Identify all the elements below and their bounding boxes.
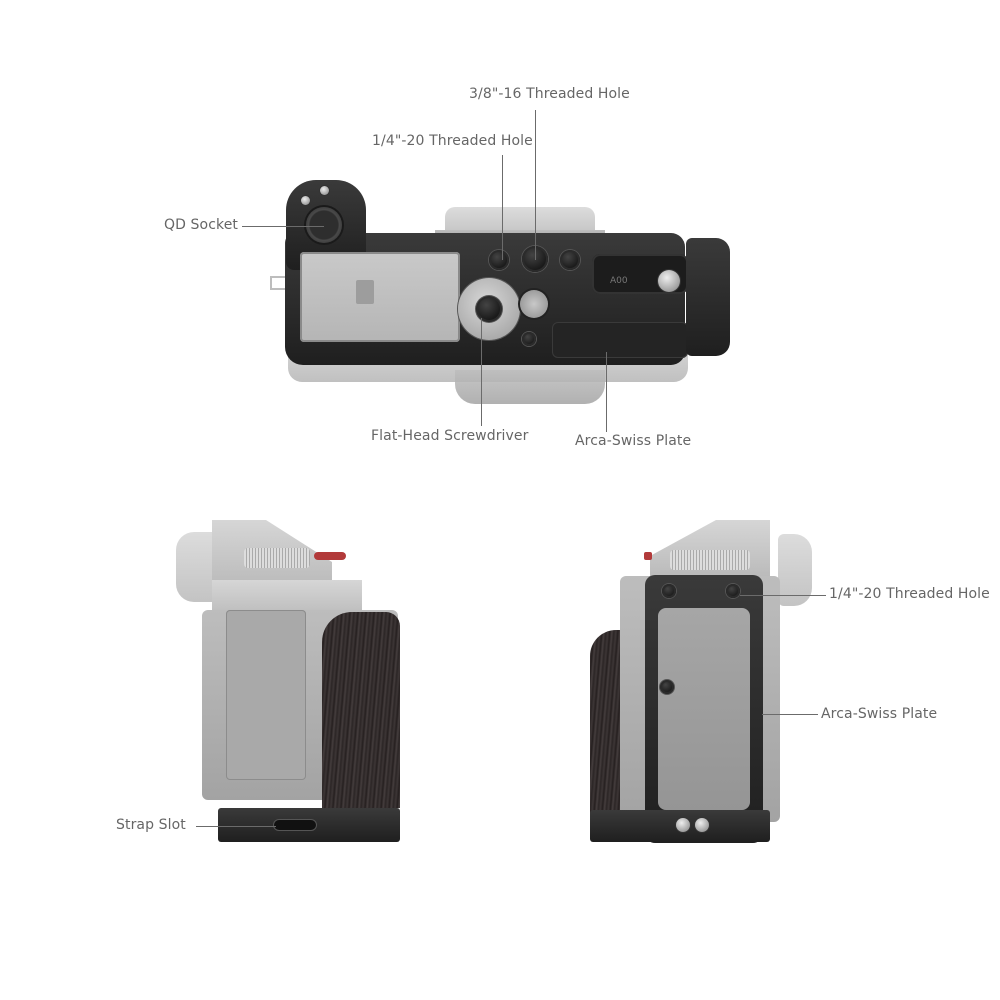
- strap-slot: [274, 820, 316, 830]
- eyecup: [778, 534, 812, 606]
- label-strap-slot: Strap Slot: [116, 817, 186, 833]
- cage-window: [658, 608, 750, 810]
- threaded-hole-small-icon: [522, 332, 536, 346]
- bottom-view: A00 QD Socket 3/8"-16 Threaded Hole 1/4"…: [0, 0, 1000, 470]
- right-side-view: 1/4"-20 Threaded Hole Arca-Swiss Plate: [0, 480, 1000, 880]
- threaded-hole-1-4-icon: [726, 584, 740, 598]
- label-hole-1-4-20: 1/4"-20 Threaded Hole: [372, 133, 533, 149]
- battery-door: [300, 252, 460, 342]
- label-screwdriver: Flat-Head Screwdriver: [371, 428, 529, 444]
- left-side-view: Strap Slot: [0, 480, 500, 880]
- leader-hole-3-8-16: [535, 110, 536, 260]
- threaded-hole-side-icon: [660, 680, 674, 694]
- captive-screw-icon: [520, 290, 548, 318]
- leader-qd-socket: [242, 226, 324, 227]
- screwdriver-center-hole-icon: [476, 296, 502, 322]
- leader-hole-1-4-20-side: [740, 595, 826, 596]
- label-qd-socket: QD Socket: [164, 217, 239, 233]
- leader-screwdriver: [481, 318, 482, 426]
- side-door: [226, 610, 306, 780]
- leader-hole-1-4-20: [502, 155, 503, 260]
- threaded-hole-1-4-icon: [489, 250, 509, 270]
- battery-latch: [356, 280, 374, 304]
- label-hole-1-4-20-side: 1/4"-20 Threaded Hole: [829, 586, 990, 602]
- threaded-hole-1-4-icon: [560, 250, 580, 270]
- top-dial: [670, 550, 750, 570]
- leader-arca-swiss-side: [762, 714, 818, 715]
- grip-screw-icon: [320, 186, 329, 195]
- leader-arca-swiss-bottom: [606, 352, 607, 432]
- top-dial: [244, 548, 310, 568]
- threaded-hole-1-4-icon: [662, 584, 676, 598]
- slot-screw-icon: [658, 270, 680, 292]
- leader-strap-slot: [196, 826, 276, 827]
- wood-grip: [322, 612, 400, 808]
- base-screw-icon: [676, 818, 690, 832]
- tripod-adapter: [455, 370, 605, 404]
- qd-socket-ring: [306, 207, 342, 243]
- arca-swiss-channel: [552, 322, 688, 358]
- eyecup: [176, 532, 218, 602]
- grip-screw-icon: [301, 196, 310, 205]
- shutter-button: [314, 552, 346, 560]
- label-hole-3-8-16: 3/8"-16 Threaded Hole: [469, 86, 630, 102]
- engraving: A00: [610, 276, 628, 286]
- base-screw-icon: [695, 818, 709, 832]
- label-arca-swiss-bottom: Arca-Swiss Plate: [575, 433, 692, 449]
- shutter-button: [644, 552, 652, 560]
- label-arca-swiss-side: Arca-Swiss Plate: [821, 706, 938, 722]
- eyecup: [686, 238, 730, 356]
